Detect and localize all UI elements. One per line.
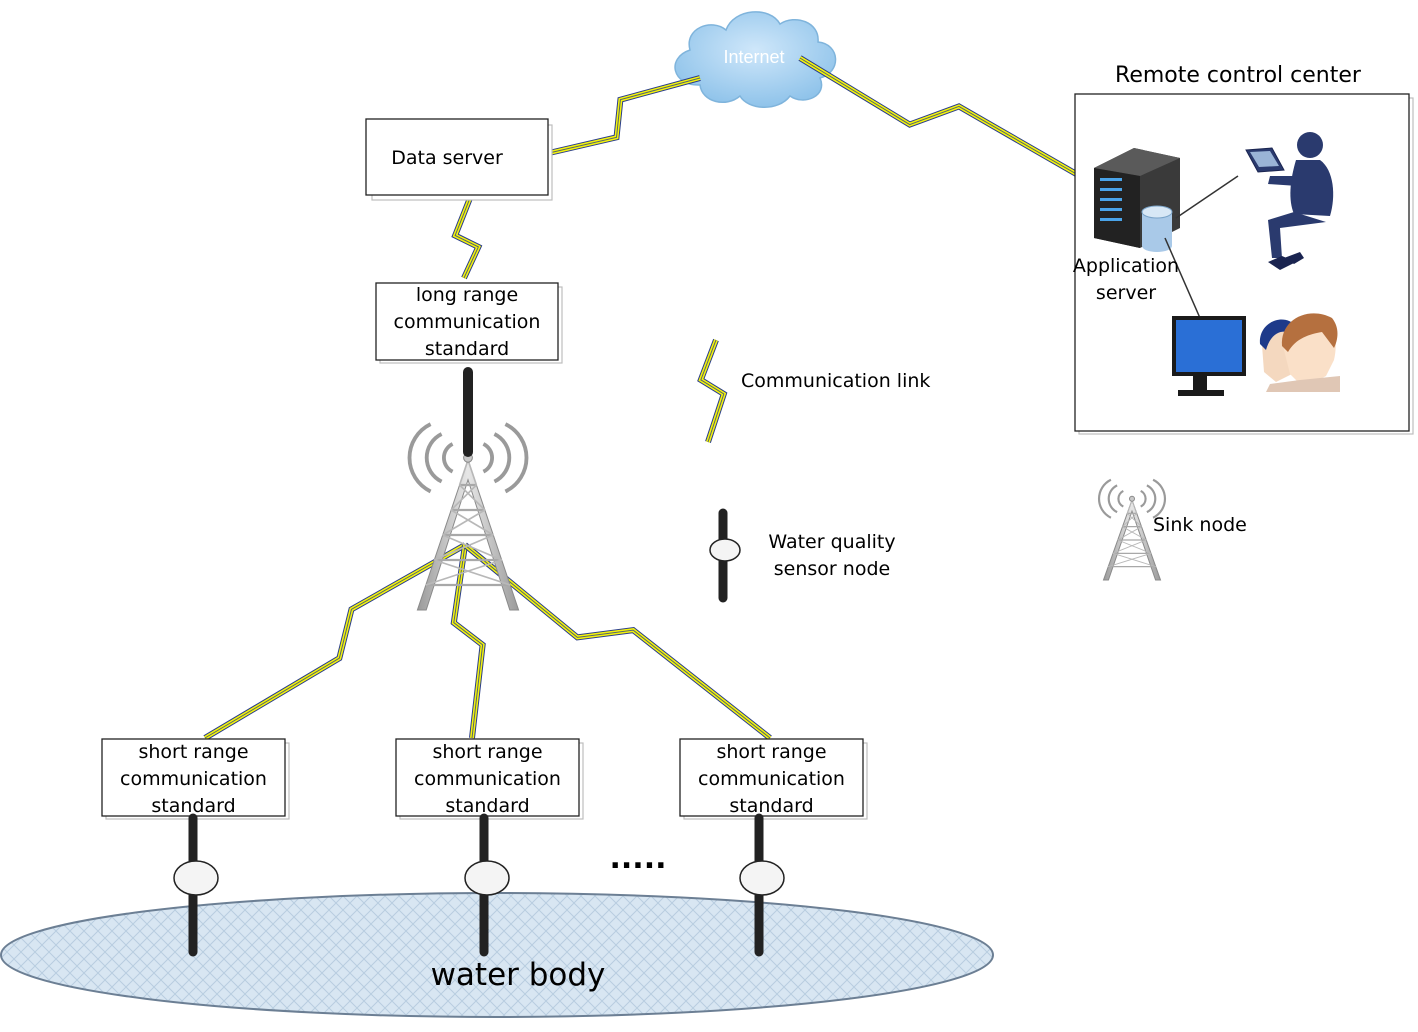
long-range-label: long range communication standard bbox=[376, 282, 558, 363]
internet-label: Internet bbox=[723, 47, 784, 67]
link-tower-shortrange-2 bbox=[450, 544, 486, 739]
legend-sensor-label-line1: Water quality bbox=[768, 531, 895, 553]
sensor-node-3 bbox=[739, 813, 785, 957]
short-range-3-line2: communication bbox=[698, 768, 845, 790]
link-tower-shortrange-1 bbox=[203, 542, 467, 741]
legend-sensor-label-line2: sensor node bbox=[774, 558, 890, 580]
legend-sink-node-label: Sink node bbox=[1153, 514, 1247, 536]
legend-communication-link-label: Communication link bbox=[741, 370, 930, 392]
remote-control-center: Remote control center bbox=[1074, 63, 1414, 435]
short-range-box-1 bbox=[101, 738, 290, 820]
short-range-2-line1: short range bbox=[432, 741, 543, 763]
operator-with-laptop-icon bbox=[1245, 132, 1334, 270]
short-range-box-2 bbox=[395, 738, 584, 820]
short-range-2-line3: standard bbox=[445, 795, 530, 817]
short-range-1-line3: standard bbox=[151, 795, 236, 817]
legend-communication-link-icon bbox=[697, 338, 728, 443]
users-icon bbox=[1259, 313, 1340, 392]
water-sensor-nodes bbox=[173, 813, 785, 957]
water-body: water body bbox=[0, 892, 994, 1018]
water-body-label: water body bbox=[431, 957, 606, 993]
long-range-line3: standard bbox=[424, 338, 510, 360]
communication-links bbox=[203, 55, 1094, 741]
legend-bolt bbox=[697, 338, 728, 443]
database-icon bbox=[1141, 205, 1173, 252]
link-dataserver-internet bbox=[548, 75, 701, 156]
remote-center-title: Remote control center bbox=[1115, 63, 1362, 88]
legend-sink-node-icon bbox=[1098, 478, 1166, 581]
short-range-1-line2: communication bbox=[120, 768, 267, 790]
short-range-label-3: short range communication standard bbox=[680, 739, 863, 820]
short-range-1-line1: short range bbox=[138, 741, 249, 763]
short-range-box-3 bbox=[679, 738, 868, 820]
internet-cloud-icon: Internet bbox=[674, 11, 837, 108]
sensor-node-1 bbox=[173, 813, 219, 957]
data-server-label: Data server bbox=[391, 147, 503, 169]
long-range-box bbox=[375, 282, 563, 364]
short-range-3-line1: short range bbox=[716, 741, 827, 763]
app-server-label-line1: Application bbox=[1073, 255, 1179, 277]
sink-node-tower-icon bbox=[407, 367, 529, 611]
sensor-node-2 bbox=[464, 813, 510, 957]
legend-sensor-node-icon bbox=[709, 508, 741, 603]
long-range-line1: long range bbox=[415, 284, 519, 306]
data-server-box: Data server bbox=[365, 118, 553, 201]
short-range-label-2: short range communication standard bbox=[396, 739, 579, 820]
more-nodes-ellipsis: ..... bbox=[610, 841, 667, 876]
short-range-label-1: short range communication standard bbox=[102, 739, 285, 820]
app-server-label-line2: server bbox=[1096, 282, 1156, 304]
short-range-2-line2: communication bbox=[414, 768, 561, 790]
link-longrange-dataserver bbox=[451, 196, 483, 280]
link-tower-shortrange-3 bbox=[463, 542, 772, 741]
monitor-icon bbox=[1172, 316, 1246, 396]
application-server-icon bbox=[1094, 148, 1180, 252]
long-range-line2: communication bbox=[393, 311, 541, 333]
link-internet-appserver bbox=[798, 55, 1094, 186]
short-range-3-line3: standard bbox=[729, 795, 814, 817]
